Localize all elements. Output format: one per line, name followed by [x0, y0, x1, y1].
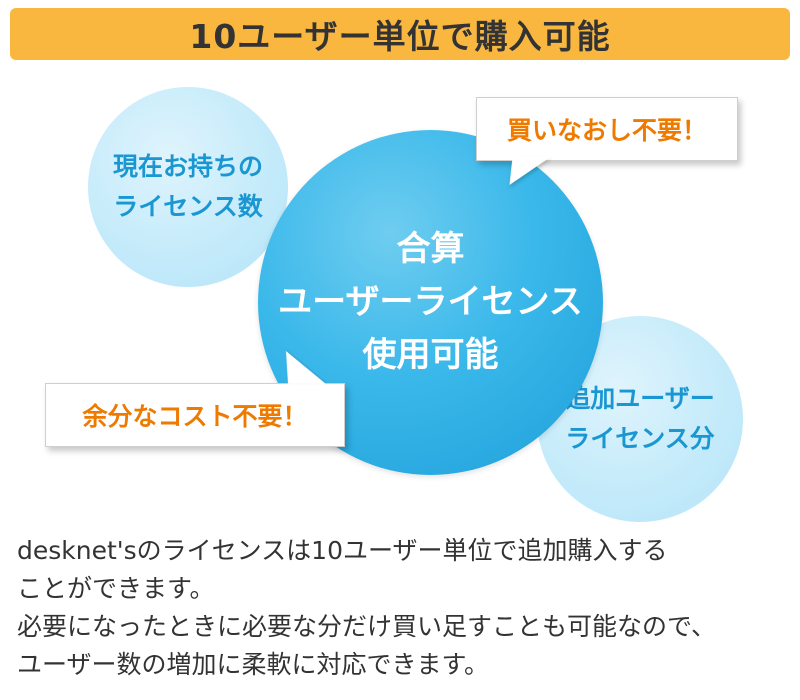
additional-license-line: ライセンス分 — [565, 424, 715, 453]
combined-license-line: ユーザーライセンス — [278, 282, 583, 322]
description-line: 必要になったときに必要な分だけ買い足すことも可能なので、 — [17, 612, 717, 641]
description-line: ユーザー数の増加に柔軟に対応できます。 — [17, 650, 490, 679]
additional-license-line: 追加ユーザー — [565, 384, 715, 413]
combined-license-text: 合算 ユーザーライセンス 使用可能 — [278, 223, 583, 382]
current-license-text: 現在お持ちの ライセンス数 — [113, 147, 263, 227]
description-text: desknet'sのライセンスは10ユーザー単位で追加購入する ことができます。… — [17, 532, 787, 684]
combined-license-line: 合算 — [396, 229, 465, 269]
current-license-circle: 現在お持ちの ライセンス数 — [88, 87, 288, 287]
no-extra-cost-callout: 余分なコスト不要！ — [45, 383, 345, 447]
current-license-line: 現在お持ちの — [112, 152, 263, 181]
no-extra-cost-text: 余分なコスト不要！ — [82, 402, 308, 431]
current-license-line: ライセンス数 — [113, 192, 263, 221]
header-bar: 10ユーザー単位で購入可能 — [10, 8, 790, 60]
additional-license-text: 追加ユーザー ライセンス分 — [565, 379, 715, 459]
combined-license-line: 使用可能 — [362, 335, 499, 375]
page-title: 10ユーザー単位で購入可能 — [189, 17, 611, 56]
no-repurchase-callout: 買いなおし不要！ — [476, 97, 738, 161]
description-line: ことができます。 — [17, 574, 215, 603]
description-line: desknet'sのライセンスは10ユーザー単位で追加購入する — [17, 536, 668, 565]
no-repurchase-text: 買いなおし不要！ — [506, 116, 707, 145]
